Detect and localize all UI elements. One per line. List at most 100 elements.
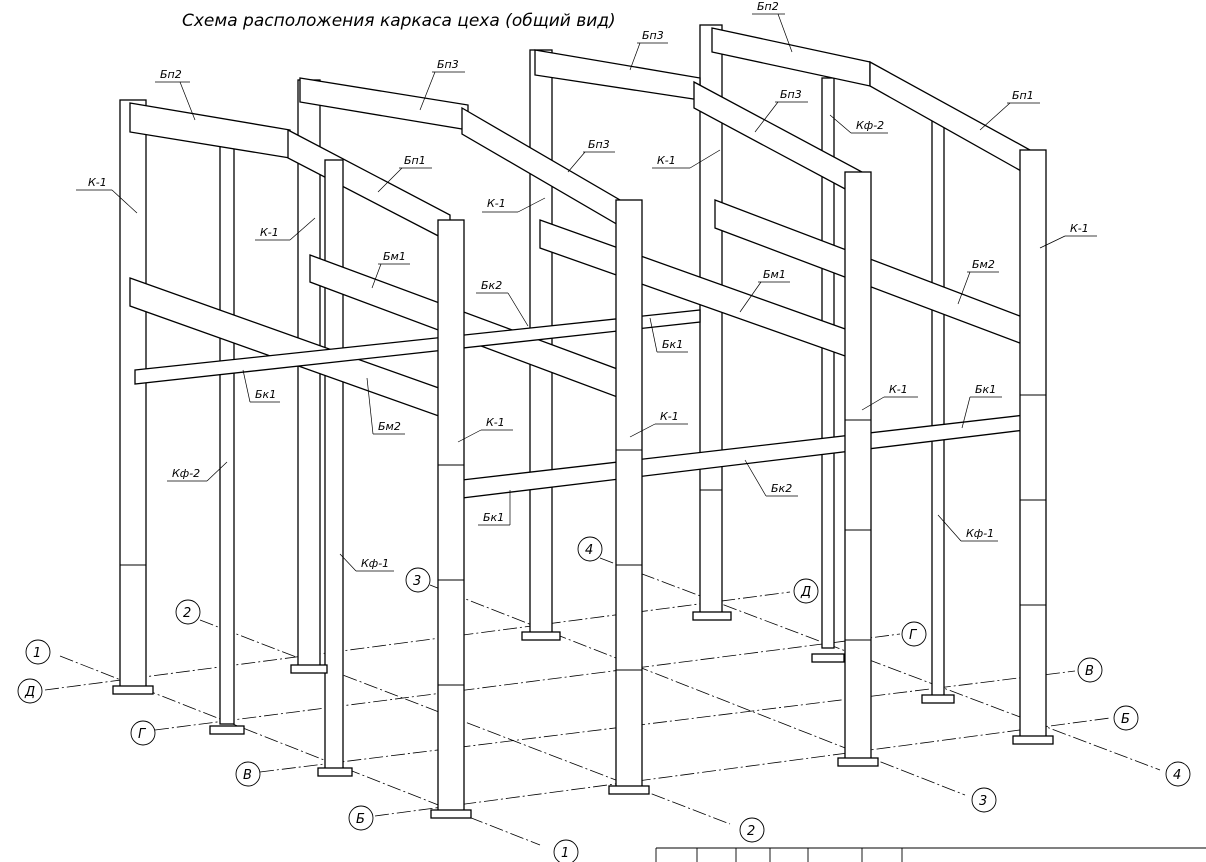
- label-bm2-left: Бм2: [378, 420, 401, 433]
- label-k1-h: К-1: [660, 410, 679, 423]
- axis-bubble-3-top: [405, 567, 431, 593]
- beam-bk1-left: [134, 309, 701, 385]
- axis-label-2-top: 2: [183, 606, 191, 621]
- axis-bubble-b-right: [1113, 705, 1139, 731]
- label-kf2-front: Кф-2: [172, 467, 200, 480]
- label-bk1-c: Бк1: [255, 388, 276, 401]
- column-k1-right: [1019, 149, 1047, 741]
- column-kf2-front: [219, 123, 235, 725]
- axis-line-g: [154, 633, 901, 731]
- rafter-bp3-back: [534, 49, 701, 101]
- rafter-bp1-right: [869, 60, 1031, 178]
- base-plate: [837, 757, 879, 767]
- label-bp2-left: Бп2: [160, 68, 182, 81]
- label-bp2-back: Бп2: [757, 0, 779, 13]
- axis-line-b: [374, 717, 1111, 817]
- label-bp3-right: Бп3: [780, 88, 802, 101]
- label-bp1-front: Бп1: [404, 154, 426, 167]
- label-bm2-right: Бм2: [972, 258, 995, 271]
- axis-bubble-2-top: [175, 599, 201, 625]
- column-kf2-back: [821, 77, 835, 649]
- base-plate: [430, 809, 472, 819]
- drawing-title: Схема расположения каркаса цеха (общий в…: [182, 11, 616, 31]
- axis-label-4-bottom: 4: [1173, 768, 1181, 783]
- label-bp3-mid: Бп3: [588, 138, 610, 151]
- base-plate: [209, 725, 245, 735]
- axis-label-b-right: Б: [1121, 712, 1130, 727]
- axis-line-d: [44, 591, 791, 691]
- base-plate: [921, 694, 955, 704]
- column-k1-front-4: [844, 171, 872, 763]
- axis-bubble-v-left: [235, 761, 261, 787]
- axis-bubble-d-left: [17, 678, 43, 704]
- label-k1-d: К-1: [657, 154, 676, 167]
- rafter-bp2-back: [711, 27, 871, 87]
- column-k1-front-3: [615, 199, 643, 791]
- member-labels: Бп2 Бп3 Бп3 Бп2 Бп3 Бп3 Бп1 Бп1 Кф-2 К-1…: [76, 0, 1097, 572]
- label-k1-e: К-1: [1070, 222, 1089, 235]
- base-plate: [692, 611, 732, 621]
- label-bk1-a: Бк1: [662, 338, 683, 351]
- axis-bubble-1-bottom: [553, 839, 579, 862]
- label-bk2-bottom: Бк2: [771, 482, 792, 495]
- label-k1-c: К-1: [487, 197, 506, 210]
- grid-axes: [44, 557, 1161, 846]
- axis-bubble-b-left: [348, 805, 374, 831]
- rafter-bp2-left: [129, 102, 291, 159]
- steel-frame: [112, 24, 1054, 819]
- rafter-bp3-mid: [299, 77, 469, 131]
- axis-bubble-g-left: [130, 720, 156, 746]
- axis-label-3-bottom: 3: [979, 794, 987, 809]
- column-k1-left-1: [119, 99, 147, 691]
- column-kf1-right: [931, 117, 945, 699]
- label-bp3-left: Бп3: [437, 58, 459, 71]
- title-block: [655, 847, 1206, 862]
- label-bk1-d: Бк1: [483, 511, 504, 524]
- axis-line-3: [429, 584, 966, 796]
- base-plate: [521, 631, 561, 641]
- label-bp1-right: Бп1: [1012, 89, 1034, 102]
- column-stiffeners: [120, 394, 1046, 686]
- axis-bubble-4-bottom: [1165, 761, 1191, 787]
- axis-label-b-left: Б: [356, 812, 365, 827]
- axis-markers: 1 1 2 2 3 3 4 4 Д Д Г Г В В Б Б: [17, 536, 1191, 862]
- column-k1-front-2: [437, 219, 465, 816]
- column-kf1-left: [324, 159, 344, 771]
- axis-line-v: [259, 670, 1076, 773]
- label-k1-g: К-1: [486, 416, 505, 429]
- axis-label-d-right: Д: [800, 585, 811, 600]
- axis-label-2-bottom: 2: [747, 824, 755, 839]
- label-k1-a: К-1: [88, 176, 107, 189]
- axis-label-d-left: Д: [24, 685, 35, 700]
- axis-label-4-top: 4: [585, 543, 593, 558]
- axis-label-v-right: В: [1085, 664, 1094, 679]
- axis-bubble-v-right: [1077, 657, 1103, 683]
- label-bm1-left: Бм1: [383, 250, 406, 263]
- base-plate: [290, 664, 328, 674]
- label-k1-f: К-1: [889, 383, 908, 396]
- axis-bubble-4-top: [577, 536, 603, 562]
- base-plate: [608, 785, 650, 795]
- axis-label-1-top: 1: [33, 646, 41, 661]
- axis-bubble-2-bottom: [739, 817, 765, 843]
- label-k1-b: К-1: [260, 226, 279, 239]
- base-plate: [317, 767, 353, 777]
- axis-bubble-g-right: [901, 621, 927, 647]
- axis-label-g-right: Г: [909, 628, 918, 643]
- axis-label-3-top: 3: [413, 574, 421, 589]
- axis-bubble-1-top: [25, 639, 51, 665]
- base-plate: [811, 653, 845, 663]
- label-kf1-left: Кф-1: [361, 557, 389, 570]
- axis-line-2: [199, 619, 731, 825]
- axis-bubble-d-right: [793, 578, 819, 604]
- axis-label-v-left: В: [243, 768, 252, 783]
- label-bm1-right: Бм1: [763, 268, 786, 281]
- axis-label-1-bottom: 1: [561, 846, 569, 861]
- axis-line-4: [599, 557, 1161, 771]
- axis-label-g-left: Г: [138, 727, 147, 742]
- label-kf1-right: Кф-1: [966, 527, 994, 540]
- label-bk2-top: Бк2: [481, 279, 502, 292]
- label-bk1-b: Бк1: [975, 383, 996, 396]
- label-kf2-back: Кф-2: [856, 119, 884, 132]
